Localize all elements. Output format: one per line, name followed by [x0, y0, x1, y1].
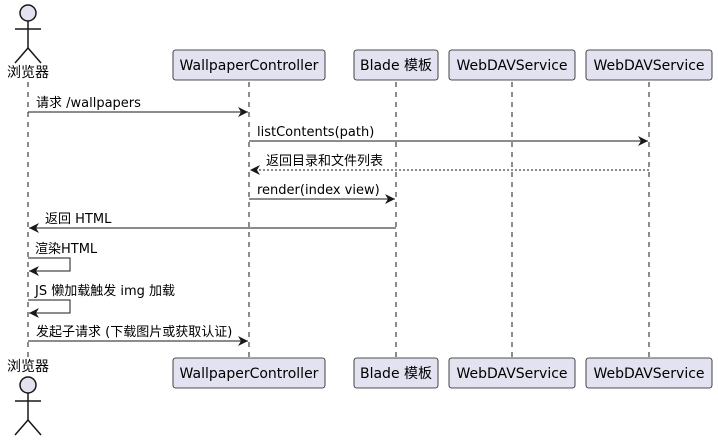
- message-label: JS 懒加载触发 img 加载: [34, 283, 175, 299]
- participant-webdav1-top: WebDAVService: [448, 49, 576, 81]
- participant-webdav2-bottom: WebDAVService: [585, 357, 713, 389]
- message-label: render(index view): [257, 183, 380, 198]
- message-label: listContents(path): [257, 125, 374, 140]
- message-3: 返回目录和文件列表: [250, 154, 649, 175]
- participant-blade-bottom: Blade 模板: [353, 357, 439, 389]
- message-label: 发起子请求 (下载图片或获取认证): [36, 324, 232, 340]
- participant-box: [353, 49, 439, 81]
- actor-head: [19, 4, 37, 22]
- actor-leg-right: [27, 47, 42, 64]
- participant-box: [448, 49, 576, 81]
- participant-webdav2-top: WebDAVService: [585, 49, 713, 81]
- message-label: 返回目录和文件列表: [266, 154, 383, 169]
- participant-label: Blade 模板: [360, 366, 432, 382]
- actor-bottom: 浏览器: [7, 359, 49, 436]
- actor-head: [19, 376, 37, 394]
- actor-label: 浏览器: [7, 359, 49, 375]
- message-arrow: [28, 299, 71, 318]
- participant-label: WebDAVService: [456, 58, 567, 74]
- participants-top: 浏览器 WallpaperController Blade 模板 WebDAVServ…: [7, 4, 713, 81]
- participant-label: WebDAVService: [593, 366, 704, 382]
- message-7: JS 懒加载触发 img 加载: [28, 283, 175, 318]
- actor-leg-left: [14, 419, 29, 436]
- message-2: listContents(path): [249, 125, 648, 146]
- message-8: 发起子请求 (下载图片或获取认证): [28, 324, 248, 346]
- actor-leg-right: [27, 419, 42, 436]
- message-label: 返回 HTML: [45, 212, 112, 227]
- message-5: 返回 HTML: [29, 212, 396, 233]
- participant-webdav1-bottom: WebDAVService: [448, 357, 576, 389]
- actor-leg-left: [14, 47, 29, 64]
- participant-box: [585, 357, 713, 389]
- participant-box: [353, 357, 439, 389]
- lifelines: [27, 82, 650, 357]
- participant-label: WallpaperController: [180, 58, 319, 74]
- participant-blade-top: Blade 模板: [353, 49, 439, 81]
- participant-box: [172, 49, 326, 81]
- messages: 请求 /wallpapers listContents(path) 返回目录和文件列…: [28, 96, 649, 346]
- message-label: 渲染HTML: [35, 242, 98, 257]
- message-4: render(index view): [249, 183, 395, 204]
- message-arrow: [28, 257, 71, 276]
- message-6: 渲染HTML: [28, 242, 98, 276]
- participant-label: WallpaperController: [180, 366, 319, 382]
- participant-label: Blade 模板: [360, 58, 432, 74]
- participant-controller-bottom: WallpaperController: [172, 357, 326, 389]
- actor-label: 浏览器: [7, 65, 49, 81]
- message-label: 请求 /wallpapers: [36, 96, 141, 111]
- participant-box: [172, 357, 326, 389]
- participant-label: WebDAVService: [593, 58, 704, 74]
- participant-label: WebDAVService: [456, 366, 567, 382]
- message-1: 请求 /wallpapers: [28, 96, 248, 117]
- participant-box: [585, 49, 713, 81]
- participants-bottom: 浏览器 WallpaperController Blade 模板 WebDAVServ…: [7, 357, 713, 436]
- participant-controller-top: WallpaperController: [172, 49, 326, 81]
- actor-top: 浏览器: [7, 4, 49, 81]
- participant-box: [448, 357, 576, 389]
